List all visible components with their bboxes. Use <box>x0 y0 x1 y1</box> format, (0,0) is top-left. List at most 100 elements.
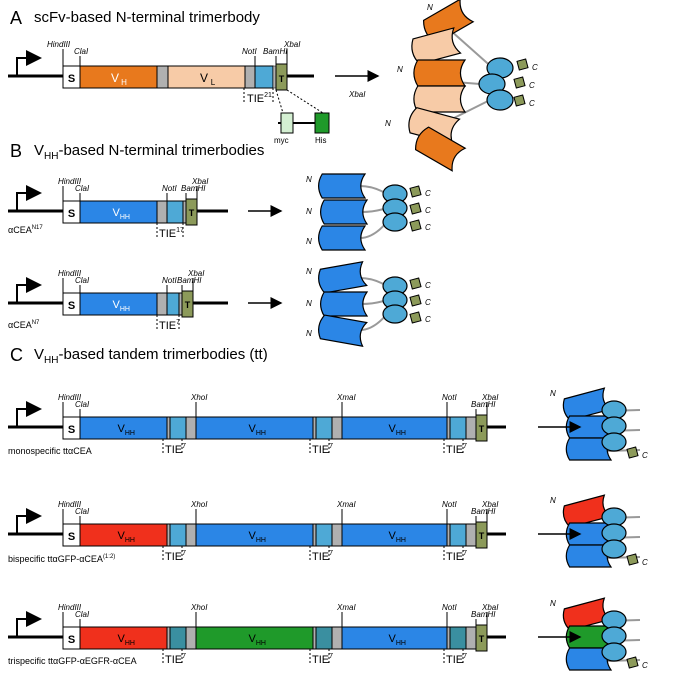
svg-text:VHH: VHH <box>118 530 135 544</box>
site-clai: ClaI <box>75 400 90 409</box>
site-bamhi: BamHI <box>181 184 206 193</box>
site-noti: NotI <box>442 603 457 612</box>
svg-text:S: S <box>68 424 75 436</box>
svg-text:S: S <box>68 531 75 543</box>
binding-module <box>413 59 467 87</box>
site-xhoi: XhoI <box>190 393 208 402</box>
trimerization-subunit <box>601 400 627 420</box>
promoter-arrow <box>16 401 42 427</box>
tie-label: TIE7 <box>165 653 186 666</box>
trimerization-subunit <box>601 610 627 630</box>
svg-text:C: C <box>425 298 431 307</box>
svg-text:C: C <box>425 281 431 290</box>
site-noti: NotI <box>442 500 457 509</box>
site-xmai: XmaI <box>336 603 356 612</box>
c-terminal-tag <box>409 219 422 232</box>
tandem-trimerbody-mono-cartoon: NC <box>550 387 648 461</box>
trimerization-subunit <box>601 507 627 527</box>
binding-module <box>320 291 369 317</box>
linker-box <box>156 65 169 89</box>
svg-text:VHH: VHH <box>118 633 135 647</box>
svg-text:VHH: VHH <box>113 207 130 221</box>
c-terminal-tag <box>409 294 422 307</box>
site-noti: NotI <box>442 393 457 402</box>
promoter-arrow <box>16 611 42 637</box>
site-hindiii: HindIII <box>58 177 82 186</box>
c-terminal-tag <box>626 446 639 459</box>
tie-domain <box>166 292 180 316</box>
site-clai: ClaI <box>75 610 90 619</box>
svg-text:N: N <box>550 599 556 608</box>
svg-text:C: C <box>532 63 538 72</box>
tie-domain <box>449 523 467 547</box>
binding-module <box>318 261 368 294</box>
myc-tag <box>280 112 294 134</box>
site-noti: NotI <box>162 184 177 193</box>
site-hindiii: HindIII <box>58 393 82 402</box>
trimerization-subunit <box>601 432 627 452</box>
panel-letter-a: A <box>10 8 22 28</box>
site-clai: ClaI <box>75 184 90 193</box>
tandem-trimerbody-bi-cartoon: NC <box>550 494 648 568</box>
trimerization-domain <box>181 290 194 318</box>
linker-box <box>185 523 197 547</box>
svg-text:C: C <box>642 558 648 567</box>
c-terminal-tag <box>626 553 639 566</box>
trimerization-domain <box>475 521 488 549</box>
trimerization-domain <box>275 63 288 91</box>
binding-module <box>318 225 367 251</box>
site-xhoi: XhoI <box>190 603 208 612</box>
linker-box <box>156 292 168 316</box>
tie-label: TIE7 <box>312 443 333 456</box>
linker-box <box>331 523 343 547</box>
trimerization-subunit <box>601 539 627 559</box>
site-clai: ClaI <box>74 47 89 56</box>
site-clai: ClaI <box>75 276 90 285</box>
tandem-trimerbody-tri-cartoon: NC <box>550 597 648 671</box>
svg-text:V: V <box>200 71 208 85</box>
tie-domain <box>315 416 333 440</box>
svg-text:myc: myc <box>274 136 289 145</box>
panel-letter-c: C <box>10 345 23 365</box>
tie-label: TIE7 <box>165 443 186 456</box>
c-terminal-tag <box>409 277 422 290</box>
tie-domain <box>449 626 467 650</box>
svg-text:S: S <box>68 634 75 646</box>
svg-text:N: N <box>397 65 403 74</box>
tie-domain <box>449 416 467 440</box>
svg-text:VHH: VHH <box>249 530 266 544</box>
c-terminal-tag <box>409 202 422 215</box>
tie-domain <box>315 523 333 547</box>
site-clai: ClaI <box>75 507 90 516</box>
site-xbai: XbaI <box>481 393 499 402</box>
binding-module <box>415 126 467 172</box>
svg-text:T: T <box>279 74 285 84</box>
svg-text:V: V <box>111 71 119 85</box>
site-bamhi: BamHI <box>471 507 496 516</box>
svg-text:VHH: VHH <box>389 633 406 647</box>
trimerization-subunit <box>601 626 627 646</box>
tie-domain <box>254 65 274 89</box>
c-terminal-tag <box>409 185 422 198</box>
site-xbai: XbaI <box>481 500 499 509</box>
construct-label-tri: trispecific ttαGFP-αEGFR-αCEA <box>8 656 137 666</box>
site-hindiii: HindIII <box>58 603 82 612</box>
svg-text:L: L <box>211 78 216 87</box>
linker-box <box>244 65 256 89</box>
tie21-label: TIE21 <box>247 92 272 105</box>
tie-domain <box>169 416 187 440</box>
svg-text:His: His <box>315 136 327 145</box>
svg-text:C: C <box>425 315 431 324</box>
trimerization-subunit <box>486 89 514 111</box>
linker-box <box>331 626 343 650</box>
svg-text:N: N <box>550 389 556 398</box>
tie-label: TIE7 <box>312 653 333 666</box>
linker-box <box>465 416 477 440</box>
site-xhoi: XhoI <box>190 500 208 509</box>
